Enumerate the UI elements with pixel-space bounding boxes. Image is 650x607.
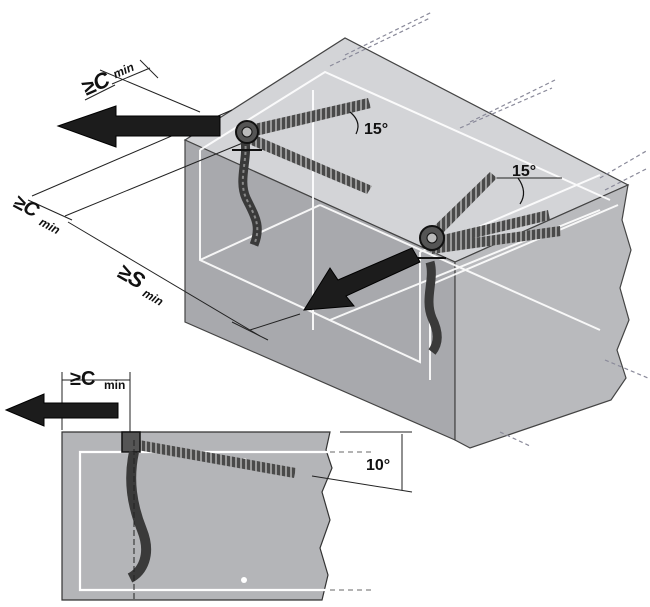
angle-arc-right (517, 177, 525, 205)
rebar-right-upper (428, 172, 497, 240)
pull-arrow-left (56, 105, 221, 148)
dashed-projection-lines (329, 11, 649, 447)
angle-label-left: 15° (364, 121, 388, 138)
pull-arrow-diagonal (303, 247, 421, 311)
angle-label-bottom: 10° (366, 457, 390, 474)
s-min-sub: min (140, 286, 165, 309)
s-min-prefix: ≥S (114, 259, 150, 294)
c-min-left-sub: min (37, 215, 62, 237)
side-view-pull-arrow (4, 393, 119, 427)
angle-label-right: 15° (512, 163, 536, 180)
anchor-tail-right (424, 260, 442, 355)
c-min-bottom-sub: min (104, 378, 125, 392)
c-min-bottom-prefix: ≥C (70, 368, 95, 390)
side-view-rebar (126, 438, 296, 478)
side-view: ≥C min 10° (4, 368, 413, 601)
c-min-top-prefix: ≥C (78, 66, 115, 101)
side-view-anchor-tail (126, 450, 152, 583)
rebar-right-lower (430, 226, 561, 254)
anchor-left (232, 98, 372, 247)
c-min-left-prefix: ≥C (10, 191, 43, 223)
anchor-right (418, 172, 561, 355)
angle-arc-left (349, 111, 359, 135)
rebar-left-upper (245, 98, 371, 138)
rebar-left-lower (244, 132, 372, 194)
rebar-right-mid (430, 210, 550, 248)
label-c-min-top: ≥C min (78, 60, 136, 101)
c-min-top-sub: min (111, 60, 136, 81)
